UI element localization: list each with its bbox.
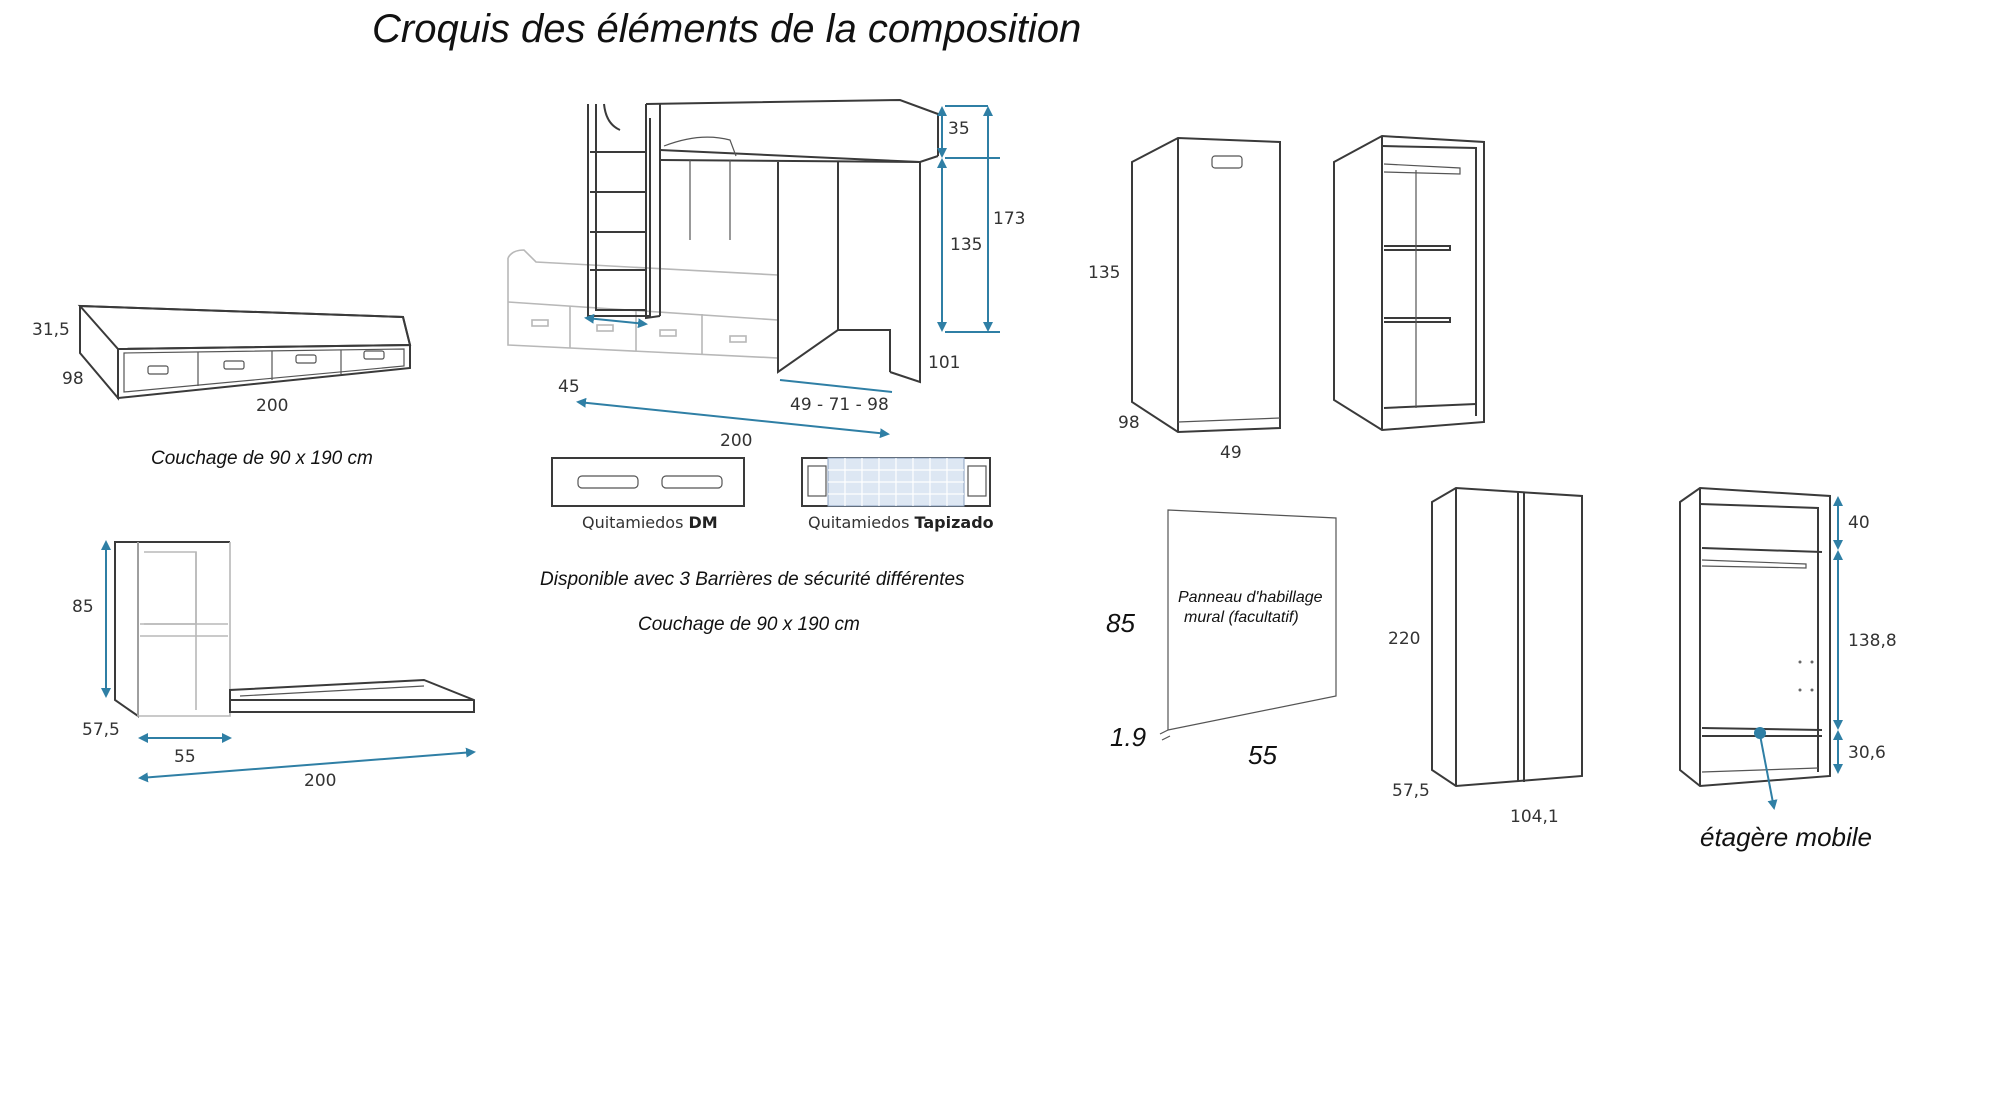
open-wardrobe-drawing bbox=[1679, 486, 1831, 788]
trundle-height-dim: 31,5 bbox=[32, 320, 70, 340]
trundle-caption: Couchage de 90 x 190 cm bbox=[151, 448, 373, 469]
bunk-width-dim: 200 bbox=[720, 431, 752, 451]
bunk-desk-options-dim: 49 - 71 - 98 bbox=[790, 395, 889, 415]
wardrobe2-width-dim: 104,1 bbox=[1510, 807, 1559, 827]
guard-dm-drawing bbox=[551, 457, 745, 507]
single-wardrobe-open-drawing bbox=[1333, 134, 1485, 432]
open-wardrobe-middle-dim: 138,8 bbox=[1848, 631, 1897, 651]
guard-upholstered-drawing bbox=[801, 457, 991, 507]
panel-width-dim: 55 bbox=[1248, 740, 1277, 770]
shelf-depth-dim: 57,5 bbox=[82, 720, 120, 740]
panel-thickness-dim: 1.9 bbox=[1110, 722, 1146, 752]
open-wardrobe-top-dim: 40 bbox=[1848, 513, 1870, 533]
wardrobe2-height-dim: 220 bbox=[1388, 629, 1420, 649]
wall-panel-drawing bbox=[1159, 509, 1337, 741]
bunk-caption: Couchage de 90 x 190 cm bbox=[638, 614, 860, 635]
trundle-bed-drawing bbox=[77, 304, 412, 401]
bunk-bed-drawing bbox=[507, 98, 939, 384]
wardrobe1-height-dim: 135 bbox=[1088, 263, 1120, 283]
guard-upholstered-label: Quitamiedos Tapizado bbox=[808, 513, 994, 532]
wardrobe2-depth-dim: 57,5 bbox=[1392, 781, 1430, 801]
trundle-width-dim: 200 bbox=[256, 396, 288, 416]
single-wardrobe-closed-drawing bbox=[1131, 136, 1281, 434]
panel-label-line1: Panneau d'habillage bbox=[1178, 589, 1323, 606]
mobile-shelf-label: étagère mobile bbox=[1700, 822, 1872, 852]
shelf-bed-drawing bbox=[114, 541, 475, 718]
panel-label-line2: mural (facultatif) bbox=[1184, 609, 1299, 626]
double-wardrobe-closed-drawing bbox=[1431, 486, 1583, 788]
barriers-note: Disponible avec 3 Barrières de sécurité … bbox=[540, 569, 965, 590]
open-wardrobe-bottom-dim: 30,6 bbox=[1848, 743, 1886, 763]
shelf-bed-width-dim: 200 bbox=[304, 771, 336, 791]
bunk-middle-dim: 135 bbox=[950, 235, 982, 255]
wardrobe1-width-dim: 49 bbox=[1220, 443, 1242, 463]
shelf-height-dim: 85 bbox=[72, 597, 94, 617]
shelf-width-dim: 55 bbox=[174, 747, 196, 767]
panel-height-dim: 85 bbox=[1106, 608, 1135, 638]
bunk-total-dim: 173 bbox=[993, 209, 1025, 229]
bunk-top-dim: 35 bbox=[948, 119, 970, 139]
bunk-ladder-dim: 45 bbox=[558, 377, 580, 397]
guard-dm-label: Quitamiedos DM bbox=[582, 513, 718, 532]
page-title: Croquis des éléments de la composition bbox=[372, 7, 1081, 51]
wardrobe1-depth-dim: 98 bbox=[1118, 413, 1140, 433]
bunk-depth-dim: 101 bbox=[928, 353, 960, 373]
trundle-depth-dim: 98 bbox=[62, 369, 84, 389]
